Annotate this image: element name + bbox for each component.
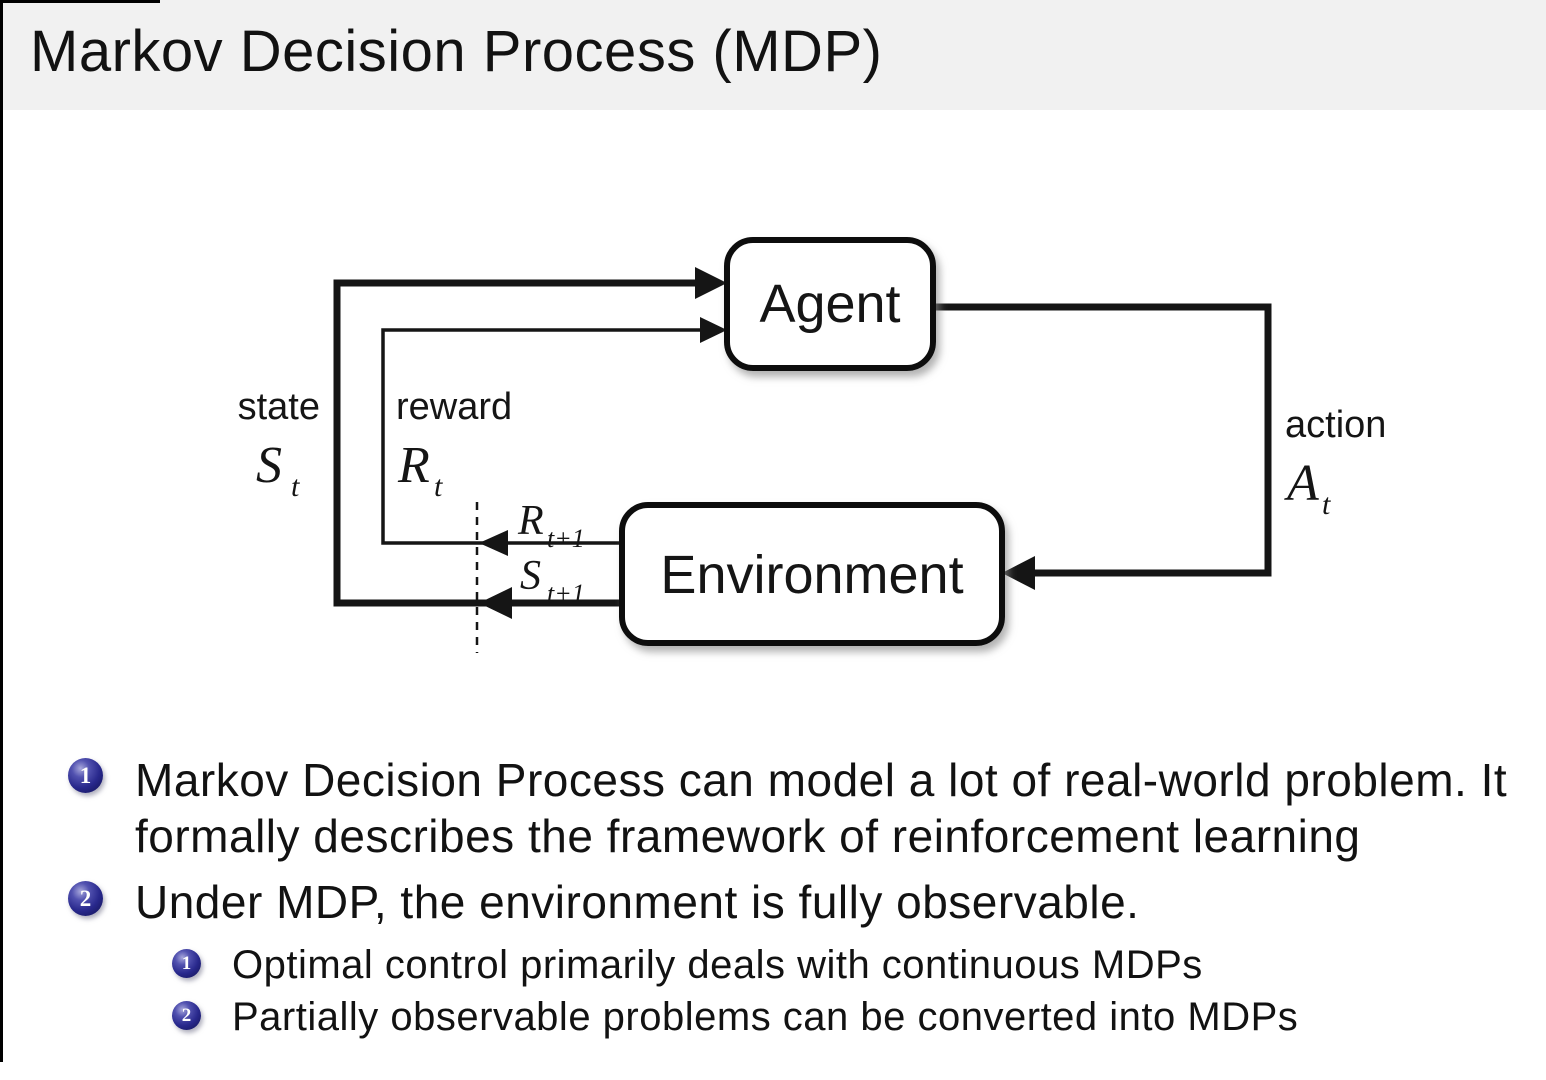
window-top-edge: [0, 0, 160, 3]
sub-bullet-text: Optimal control primarily deals with con…: [232, 943, 1203, 987]
action-symbol: A: [1284, 455, 1319, 512]
next-state-subscript: t+1: [547, 579, 585, 608]
page-title: Markov Decision Process (MDP): [30, 19, 883, 84]
mdp-loop-diagram: Agent Environment state S t reward R t R…: [238, 237, 1386, 653]
sub-bullet-text: Partially observable problems can be con…: [232, 995, 1299, 1039]
bullet-number-badge: 1: [68, 758, 103, 793]
bullet-text: Markov Decision Process can model a lot …: [135, 754, 1508, 862]
state-arrowhead-boundary: [479, 587, 512, 619]
action-line: [933, 303, 1272, 577]
action-symbol-subscript: t: [1322, 488, 1331, 521]
sub-bullet-number-badge: 2: [172, 1001, 201, 1030]
action-label: action: [1285, 404, 1386, 446]
title-bar: Markov Decision Process (MDP): [0, 0, 1546, 110]
environment-label: Environment: [660, 545, 963, 605]
next-reward-subscript: t+1: [547, 524, 585, 553]
reward-arrowhead-boundary: [479, 530, 508, 556]
bullet-number-badge: 2: [68, 881, 103, 916]
state-symbol: S: [256, 437, 282, 494]
reward-symbol-subscript: t: [434, 470, 443, 503]
environment-box: [619, 502, 1005, 646]
reward-symbol: R: [397, 437, 430, 494]
sub-bullet-number-badge: 1: [172, 949, 201, 978]
reward-arrowhead-agent: [700, 317, 727, 343]
state-symbol-subscript: t: [291, 470, 300, 503]
agent-label: Agent: [759, 274, 900, 334]
reward-label: reward: [396, 386, 512, 428]
bullet-text: Under MDP, the environment is fully obse…: [135, 876, 1140, 928]
state-arrowhead-agent: [695, 267, 727, 299]
window-left-edge: [0, 0, 3, 1062]
agent-box: [724, 237, 936, 371]
next-reward-symbol: R: [517, 498, 544, 544]
next-state-symbol: S: [520, 553, 541, 599]
state-label: state: [238, 386, 320, 428]
action-arrowhead-environment: [1002, 556, 1035, 590]
